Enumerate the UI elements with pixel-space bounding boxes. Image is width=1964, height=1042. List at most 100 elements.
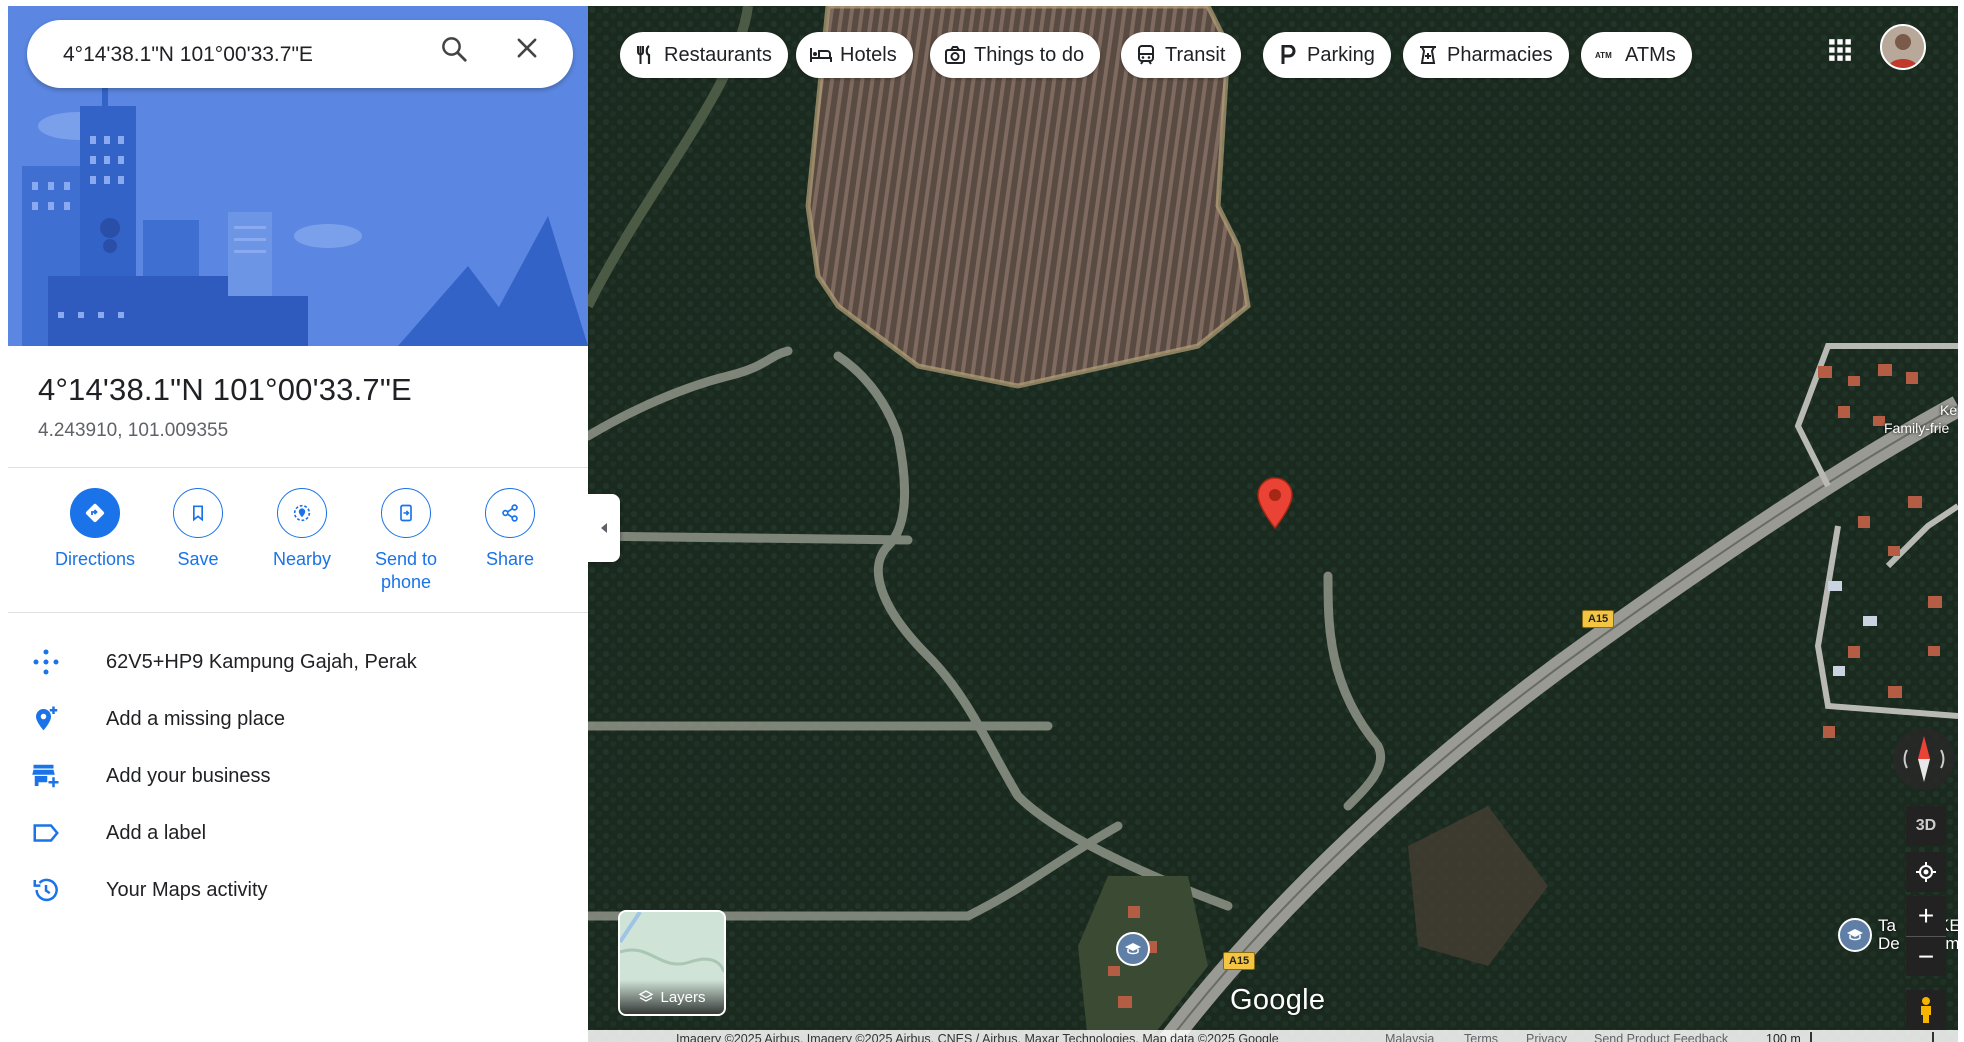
layers-text: Layers [660, 988, 706, 1006]
scale-label: 100 m [1766, 1032, 1801, 1042]
add-missing-place-row[interactable]: Add a missing place [8, 691, 588, 748]
directions-button[interactable]: Directions [45, 488, 145, 571]
attribution-bar: Imagery ©2025 Airbus, Imagery ©2025 Airb… [588, 1030, 1958, 1042]
hotel-icon [810, 44, 832, 66]
terms-link[interactable]: Terms [1464, 1032, 1499, 1042]
add-label-text: Add a label [106, 822, 207, 844]
chip-label: Transit [1165, 43, 1226, 66]
send-to-phone-label-line2: phone [380, 572, 432, 592]
compass-icon[interactable] [1893, 728, 1955, 790]
send-to-phone-label-line1: Send to [374, 549, 438, 569]
action-bar: Directions Save Nearby Send to phone [8, 488, 588, 608]
info-list: 62V5+HP9 Kampung Gajah, Perak Add a miss… [8, 634, 588, 919]
label-icon [30, 817, 62, 849]
chip-atms[interactable]: ATM ATMs [1581, 32, 1692, 78]
chip-label: Things to do [974, 43, 1085, 66]
privacy-link[interactable]: Privacy [1526, 1032, 1567, 1042]
hero-illustration [8, 6, 588, 346]
bookmark-icon [173, 488, 223, 538]
add-missing-place-text: Add a missing place [106, 708, 285, 730]
chip-label: Restaurants [664, 43, 772, 66]
add-place-icon [30, 703, 62, 735]
directions-icon [70, 488, 120, 538]
share-button[interactable]: Share [460, 488, 560, 571]
imagery-attribution: Imagery ©2025 Airbus, Imagery ©2025 Airb… [676, 1032, 1279, 1042]
history-icon [30, 874, 62, 906]
send-to-phone-button[interactable]: Send to phone [356, 488, 456, 594]
share-label: Share [485, 549, 535, 569]
chip-label: ATMs [1625, 43, 1676, 66]
add-business-icon [30, 760, 62, 792]
collapse-panel-button[interactable] [588, 494, 620, 562]
chip-label: Hotels [840, 43, 897, 66]
restaurant-icon [634, 44, 656, 66]
avatar[interactable] [1880, 24, 1926, 70]
divider [8, 612, 588, 613]
add-label-row[interactable]: Add a label [8, 805, 588, 862]
layers-label: Layers [620, 980, 724, 1014]
transit-icon [1135, 44, 1157, 66]
road-label-a15: A15 [1223, 952, 1256, 970]
plus-code-row[interactable]: 62V5+HP9 Kampung Gajah, Perak [8, 634, 588, 691]
plus-code-icon [30, 646, 62, 678]
parking-icon [1277, 44, 1299, 66]
my-location-icon[interactable] [1906, 852, 1946, 892]
poi-label: Family-frie [1884, 420, 1950, 436]
place-title: 4°14'38.1"N 101°00'33.7"E [38, 372, 412, 407]
pegman-icon[interactable] [1906, 990, 1946, 1030]
directions-label: Directions [54, 549, 136, 569]
layers-icon [639, 990, 654, 1002]
chip-parking[interactable]: Parking [1263, 32, 1391, 78]
zoom-in-button[interactable]: + [1917, 900, 1935, 931]
svg-text:ATM: ATM [1595, 51, 1612, 60]
apps-grid-icon[interactable] [1822, 32, 1858, 68]
scale-bar [1810, 1032, 1934, 1042]
divider [8, 467, 588, 468]
atm-icon: ATM [1595, 44, 1617, 66]
maps-activity-text: Your Maps activity [106, 879, 268, 901]
chip-hotels[interactable]: Hotels [796, 32, 913, 78]
poi-label: De [1878, 934, 1900, 953]
zoom-out-button[interactable]: − [1906, 936, 1946, 977]
place-side-panel: 4°14'38.1"N 101°00'33.7"E 4.243910, 101.… [8, 6, 588, 1042]
add-business-row[interactable]: Add your business [8, 748, 588, 805]
share-icon [485, 488, 535, 538]
chip-things-to-do[interactable]: Things to do [930, 32, 1101, 78]
poi-label: Ta [1878, 916, 1896, 935]
chip-pharmacies[interactable]: Pharmacies [1403, 32, 1569, 78]
search-input[interactable] [61, 36, 395, 74]
nearby-label: Nearby [272, 549, 332, 569]
3d-toggle-button[interactable]: 3D [1906, 806, 1946, 846]
school-icon[interactable] [1116, 932, 1150, 966]
place-coordinates: 4.243910, 101.009355 [38, 420, 229, 441]
save-label: Save [177, 549, 219, 569]
road-label-a15: A15 [1582, 610, 1615, 628]
add-business-text: Add your business [106, 765, 271, 787]
chip-transit[interactable]: Transit [1121, 32, 1242, 78]
chip-restaurants[interactable]: Restaurants [620, 32, 788, 78]
pharmacy-icon [1417, 44, 1439, 66]
school-icon[interactable] [1838, 918, 1872, 952]
chevron-left-icon [601, 523, 607, 533]
zoom-control: + − [1906, 896, 1946, 976]
camera-icon [944, 44, 966, 66]
layers-button[interactable]: Layers [618, 910, 726, 1016]
search-box[interactable] [27, 20, 573, 88]
google-logo: Google [1230, 984, 1326, 1016]
send-to-phone-label: Send to phone [356, 548, 456, 594]
nearby-icon [277, 488, 327, 538]
poi-label: Ke [1940, 402, 1958, 418]
country-label: Malaysia [1385, 1032, 1435, 1042]
send-to-phone-icon [381, 488, 431, 538]
chip-label: Pharmacies [1447, 43, 1553, 66]
nearby-button[interactable]: Nearby [252, 488, 352, 571]
feedback-link[interactable]: Send Product Feedback [1594, 1032, 1729, 1042]
search-icon[interactable] [439, 34, 479, 74]
save-button[interactable]: Save [148, 488, 248, 571]
map-canvas[interactable]: Restaurants Hotels Things to do Transit … [588, 6, 1958, 1042]
close-icon[interactable] [513, 34, 553, 74]
plus-code-text: 62V5+HP9 Kampung Gajah, Perak [106, 651, 417, 673]
maps-activity-row[interactable]: Your Maps activity [8, 862, 588, 919]
location-pin-icon [1256, 476, 1294, 530]
